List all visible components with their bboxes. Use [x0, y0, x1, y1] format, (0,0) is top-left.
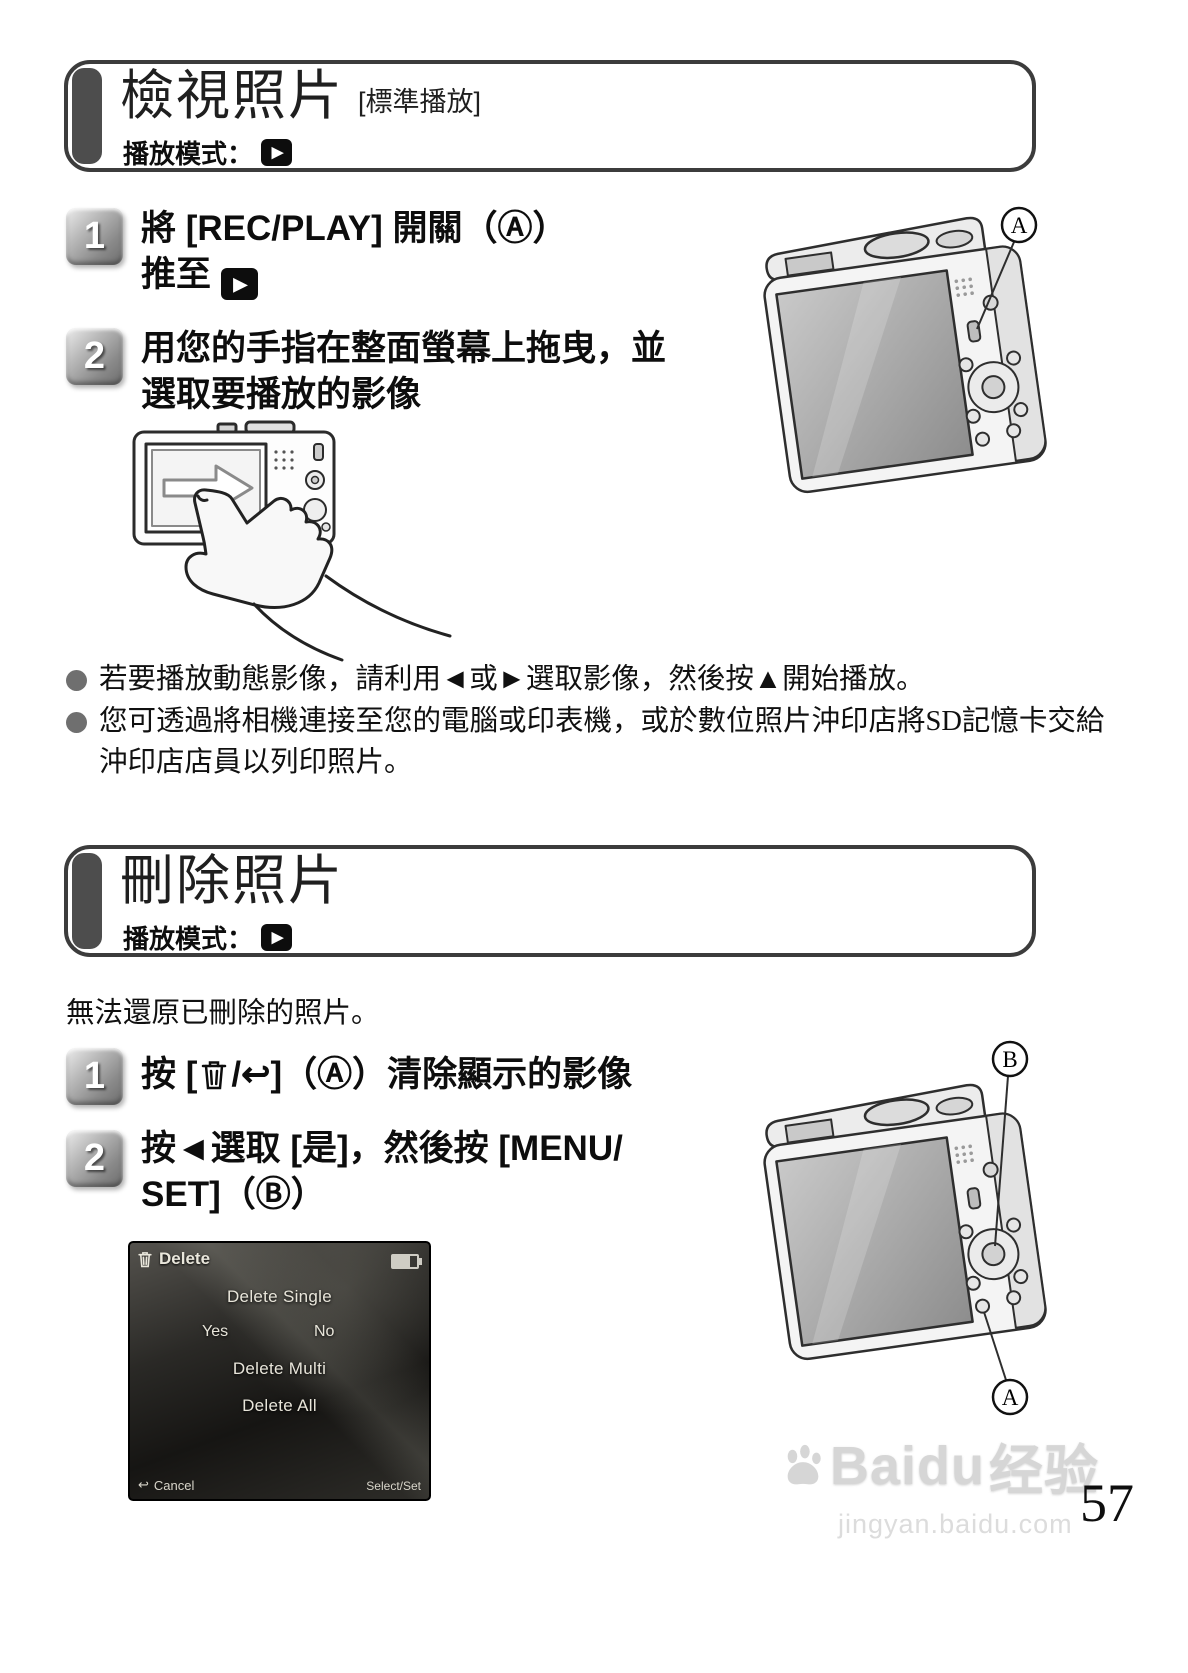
delete-warning-text: 無法還原已刪除的照片。 — [66, 998, 380, 1029]
menu-item-delete-all: Delete All — [242, 1396, 317, 1415]
watermark-url: jingyan.baidu.com — [838, 1509, 1073, 1539]
delete-menu-title: Delete — [159, 1249, 211, 1268]
hand-outline — [184, 488, 334, 609]
drag-finger-illustration — [132, 420, 452, 662]
screen-select-set-hint: Select/Set — [366, 1479, 421, 1493]
section1-header: 檢視照片 [標準播放] 播放模式： ▶ — [64, 60, 1036, 172]
section1-playback-mode: 播放模式： ▶ — [123, 134, 293, 171]
trash-icon — [202, 1061, 227, 1090]
screen-cancel-hint: ↩ Cancel — [138, 1477, 194, 1493]
play-mode-icon: ▶ — [220, 268, 258, 301]
delete-menu-screen: Delete Delete Single Yes No Delete Multi… — [128, 1241, 431, 1501]
step2-text: 用您的手指在整面螢幕上拖曳，並 選取要播放的影像 — [141, 326, 666, 418]
playback-mode-label: 播放模式： — [123, 924, 254, 954]
callout-b-circle — [991, 1040, 1029, 1078]
page-number: 57 — [1080, 1473, 1134, 1533]
delete-button — [975, 1298, 991, 1314]
section2-title-row: 刪除照片 — [120, 853, 344, 910]
step2-badge: 2 — [66, 328, 123, 385]
delete-step2-badge: 2 — [66, 1130, 123, 1187]
play-triangle: ▶ — [271, 929, 284, 946]
delete-icon — [138, 1251, 152, 1267]
note-item: 您可透過將相機連接至您的電腦或印表機，或於數位照片沖印店將SD記憶卡交給沖印店店… — [66, 702, 1126, 783]
playback-mode-label: 播放模式： — [123, 139, 254, 169]
back-arrow-icon: ↩ — [241, 1055, 271, 1094]
watermark-brand-row: Baidu 经验 — [780, 1426, 1099, 1505]
step2-line1: 用您的手指在整面螢幕上拖曳，並 — [141, 329, 667, 368]
watermark-brand-cn: 经验 — [989, 1441, 1100, 1501]
header-accent-bar — [72, 68, 102, 164]
camera-back-illustration-2: B A — [763, 1040, 1047, 1416]
step1-line2: 推至 — [141, 255, 221, 295]
section1-title-tag: [標準播放] — [358, 86, 482, 117]
play-triangle: ▶ — [233, 274, 248, 295]
callout-b-label: B — [1002, 1047, 1017, 1072]
step1-line1: 將 [REC/PLAY] 開關（Ⓐ） — [141, 209, 568, 248]
slash-separator: / — [231, 1055, 242, 1094]
cancel-back-icon: ↩ — [138, 1477, 149, 1492]
step1-text: 將 [REC/PLAY] 開關（Ⓐ） 推至 ▶ — [141, 206, 568, 301]
menu-option-no: No — [314, 1323, 335, 1340]
section1-title: 檢視照片 — [120, 66, 344, 126]
menu-item-delete-multi: Delete Multi — [232, 1359, 327, 1378]
note-item: 若要播放動態影像，請利用◄或►選取影像，然後按▲開始播放。 — [66, 660, 1126, 700]
delete-step2-text: 按◄選取 [是]，然後按 [MENU/ SET]（Ⓑ） — [141, 1126, 623, 1218]
play-triangle: ▶ — [271, 144, 284, 161]
section1-title-row: 檢視照片 [標準播放] — [120, 68, 481, 125]
callout-a-label: A — [1002, 1385, 1019, 1410]
playback-mode-icon: ▶ — [261, 139, 293, 166]
delete-step1-suffix: ]（Ⓐ）清除顯示的影像 — [270, 1055, 633, 1094]
header-accent-bar — [72, 853, 102, 949]
section2-playback-mode: 播放模式： ▶ — [123, 919, 293, 956]
callout-a-circle — [991, 1378, 1029, 1416]
menu-item-delete-single: Delete Single — [226, 1287, 333, 1306]
delete-step2-line2: SET]（Ⓑ） — [141, 1175, 326, 1215]
delete-step1-prefix: 按 [ — [141, 1055, 198, 1094]
section2-header: 刪除照片 播放模式： ▶ — [64, 845, 1036, 957]
step1-badge: 1 — [66, 208, 123, 265]
cancel-label: Cancel — [153, 1477, 195, 1493]
camera-back-illustration-1: A — [763, 206, 1047, 494]
menu-option-yes: Yes — [202, 1323, 229, 1340]
battery-icon — [391, 1254, 422, 1269]
paw-icon — [787, 1444, 821, 1484]
delete-step2-line1: 按◄選取 [是]，然後按 [MENU/ — [141, 1129, 623, 1168]
step2-line2: 選取要播放的影像 — [141, 375, 422, 415]
callout-a-circle — [1000, 206, 1038, 244]
callout-a-label: A — [1011, 213, 1028, 238]
playback-mode-icon: ▶ — [261, 924, 293, 951]
delete-step1-text: 按 [ /↩]（Ⓐ）清除顯示的影像 — [141, 1052, 632, 1098]
section2-title: 刪除照片 — [120, 851, 344, 911]
delete-menu-header: Delete — [138, 1249, 210, 1269]
watermark-brand: Baidu — [830, 1435, 986, 1496]
watermark: Baidu 经验 jingyan.baidu.com — [780, 1426, 1099, 1540]
notes-list: 若要播放動態影像，請利用◄或►選取影像，然後按▲開始播放。 您可透過將相機連接至… — [66, 660, 1126, 785]
delete-step1-badge: 1 — [66, 1048, 123, 1105]
